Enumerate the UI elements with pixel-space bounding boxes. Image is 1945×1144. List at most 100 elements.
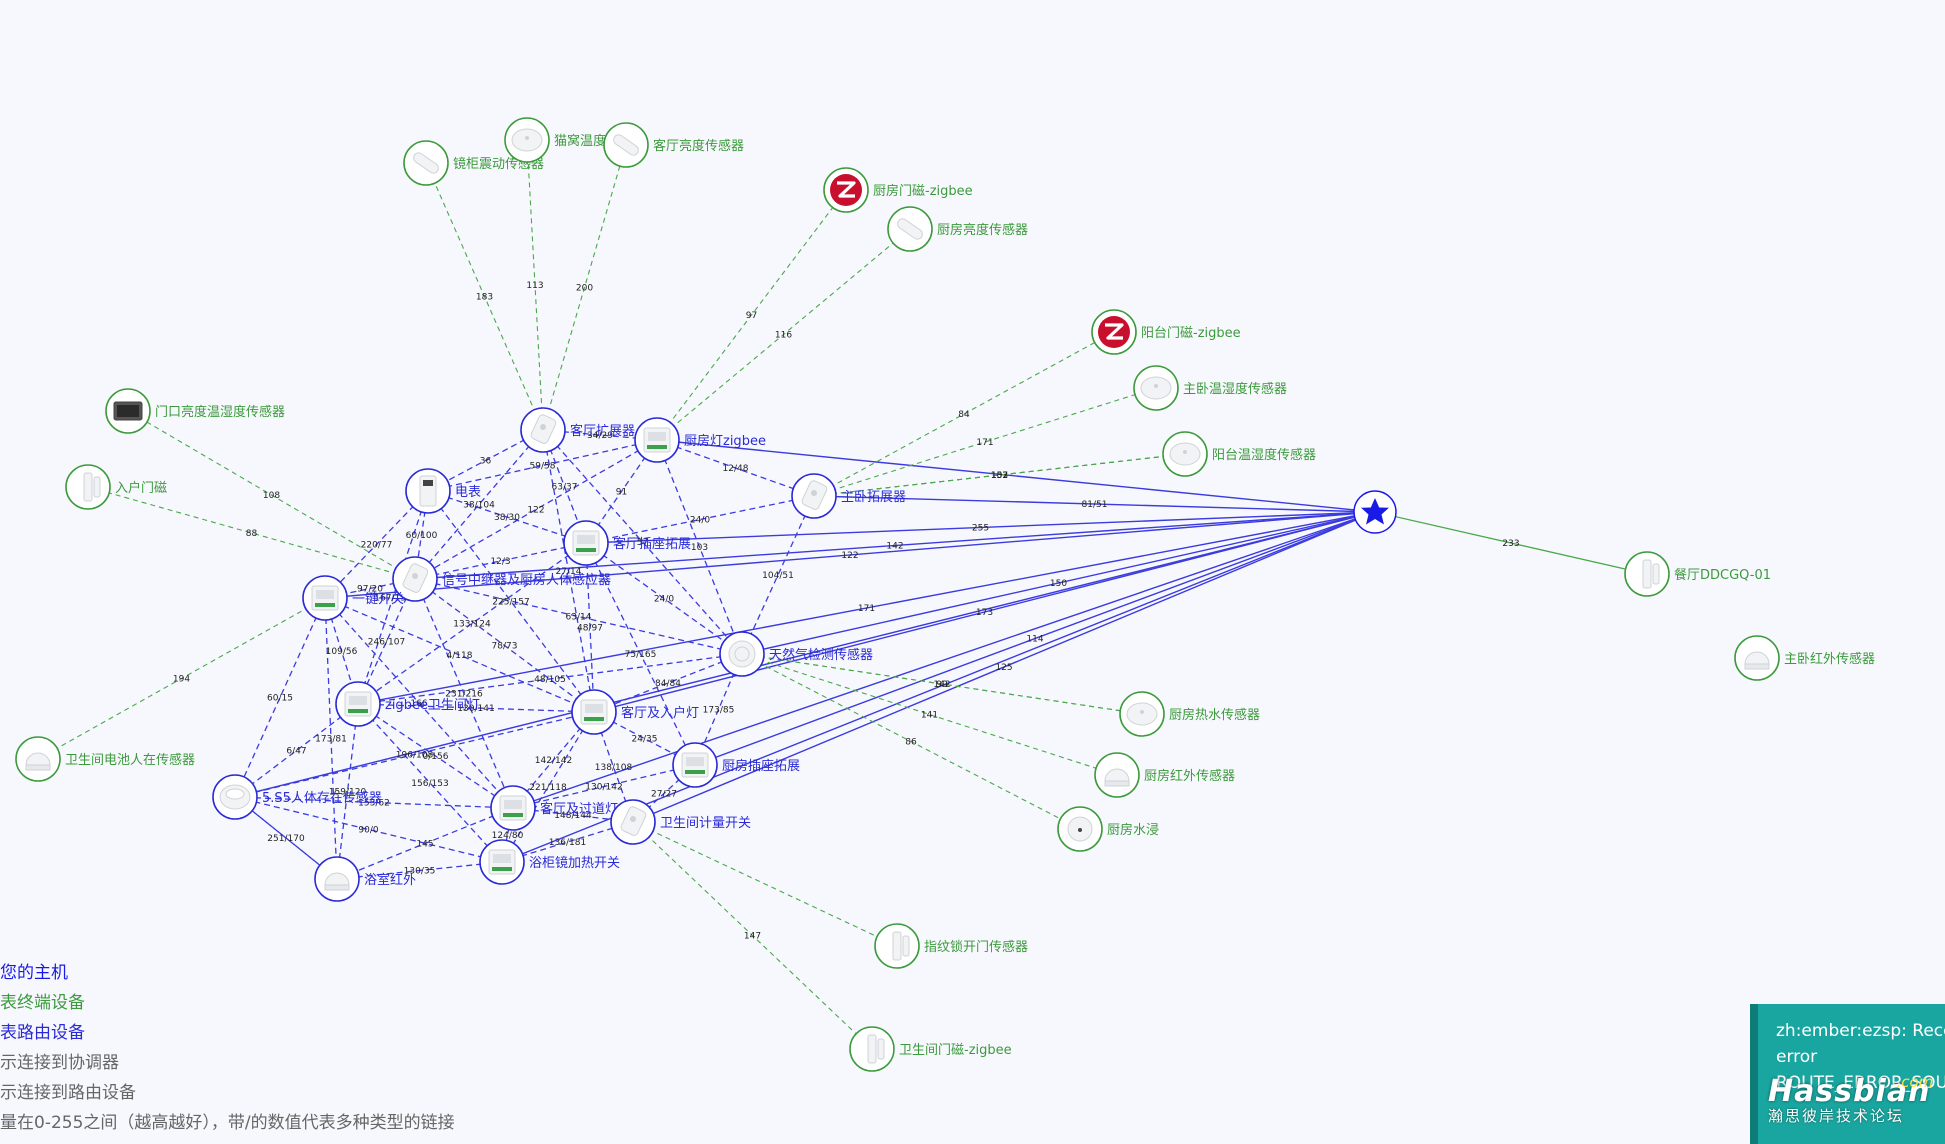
- node-r_yijian[interactable]: 一键开关: [302, 575, 404, 621]
- node-r_chufangdeng[interactable]: 厨房灯zigbee: [634, 417, 766, 463]
- link-r_5s5-r_ketingrhudeng: [234, 711, 595, 798]
- node-e_yangtaimenci[interactable]: 阳台门磁-zigbee: [1091, 309, 1241, 355]
- link-r_chufangdeng-r_zhuwokuozhan: [656, 439, 815, 497]
- link-quality-label: 150: [1050, 579, 1067, 589]
- node-label: 主卧温湿度传感器: [1183, 381, 1287, 397]
- node-r_yushi[interactable]: 浴室红外: [314, 856, 416, 902]
- link-r_yijian-r_ketingguodao: [324, 597, 514, 809]
- link-quality-label: 60/100: [406, 531, 438, 541]
- link-quality-label: 97/20: [357, 585, 383, 595]
- node-e_zhiwensuo[interactable]: 指纹锁开门传感器: [874, 923, 1028, 969]
- node-label: 厨房插座拓展: [722, 758, 800, 774]
- node-label: 卫生间门磁-zigbee: [899, 1043, 1012, 1058]
- link-quality-label: 130/142: [585, 783, 622, 793]
- node-label: 客厅及过道灯: [540, 801, 618, 817]
- link-quality-label: 48/97: [577, 624, 603, 634]
- link-quality-label: 84/84: [655, 679, 681, 689]
- node-r_ketingkuozhan[interactable]: 客厅扩展器: [520, 407, 635, 453]
- legend-lqi-note: 量在0-255之间（越高越好），带/的数值代表多种类型的链接: [0, 1113, 455, 1133]
- node-e_chufangliangdu[interactable]: 厨房亮度传感器: [887, 206, 1028, 252]
- link-r_xinhao-r_ketingrhudeng: [414, 578, 595, 713]
- link-quality-label: 109/56: [326, 647, 358, 657]
- link-quality-label: 12/48: [723, 464, 749, 474]
- node-label: 厨房灯zigbee: [684, 433, 766, 449]
- link-r_weishengjiliang-e_weishengjianmenci: [632, 821, 873, 1050]
- motion-sensor-icon: [1744, 651, 1770, 670]
- link-quality-label: 36: [480, 457, 492, 467]
- link-r_ketingkuozhan-r_xinhao: [414, 429, 544, 580]
- link-quality-label: 142: [886, 542, 903, 552]
- link-coord-r_ketingguodao: [512, 511, 1376, 809]
- link-quality-label: 6/47: [286, 747, 306, 757]
- link-r_tianranqi-e_chufanghongwai: [741, 653, 1118, 776]
- node-label: 5.S5人体存在传感器: [262, 790, 382, 806]
- link-quality-label: 125: [995, 663, 1012, 673]
- node-coord[interactable]: [1353, 490, 1397, 534]
- link-r_yijian-r_yushi: [324, 597, 338, 880]
- link-r_zhuwokuozhan-r_ketingchazuo: [585, 495, 815, 544]
- link-r_ketingguodao-r_yushi: [336, 807, 514, 880]
- node-label: 厨房红外传感器: [1144, 768, 1235, 784]
- link-quality-label: 57: [637, 538, 648, 548]
- link-quality-label: 173/81: [315, 735, 347, 745]
- node-r_yugui[interactable]: 浴柜镜加热开关: [479, 839, 620, 885]
- node-r_ketingrhudeng[interactable]: 客厅及入户灯: [571, 689, 699, 735]
- link-quality-label: 233: [1502, 539, 1519, 549]
- node-e_weishengjiandianchi[interactable]: 卫生间电池人在传感器: [15, 736, 195, 782]
- link-quality-label: 38/30: [494, 513, 520, 523]
- node-e_canting[interactable]: 餐厅DDCGQ-01: [1624, 551, 1771, 597]
- link-quality-label: 173: [976, 608, 993, 618]
- link-quality-label: 60/15: [267, 694, 293, 704]
- link-r_dianbiao-r_yijian: [324, 490, 429, 599]
- link-quality-label: 104/51: [762, 571, 794, 581]
- link-coord-r_weishengjiliang: [632, 511, 1376, 823]
- link-r_ketingchazuo-r_ketingrhudeng: [585, 542, 595, 713]
- link-quality-label: 220/77: [361, 541, 393, 551]
- node-e_chufanghongwai[interactable]: 厨房红外传感器: [1094, 752, 1235, 798]
- watermark-brand: Hassbian: [1768, 1074, 1931, 1109]
- link-quality-label: 200: [576, 284, 593, 294]
- node-label: 浴室红外: [364, 872, 416, 888]
- toast-line-1: zh:ember:ezsp: Receiv: [1776, 1021, 1945, 1041]
- node-label: 一键开关: [352, 592, 404, 607]
- link-quality-label: 12/3: [490, 557, 510, 567]
- node-e_weishengjianmenci[interactable]: 卫生间门磁-zigbee: [849, 1026, 1012, 1072]
- node-e_chufangreshui[interactable]: 厨房热水传感器: [1119, 691, 1260, 737]
- node-r_chufangchazuo[interactable]: 厨房插座拓展: [672, 742, 800, 788]
- link-quality-label: 122: [841, 551, 858, 561]
- link-coord-r_chufangdeng: [656, 439, 1376, 513]
- link-r_ketingkuozhan-r_ketingrhudeng: [542, 429, 595, 713]
- link-r_yijian-e_weishengjiandianchi: [37, 597, 326, 760]
- link-coord-r_yijian: [324, 511, 1376, 599]
- error-toast[interactable]: zh:ember:ezsp: Receiv error ROUTE_ERROR_…: [1750, 1004, 1945, 1144]
- plug-icon: [620, 806, 647, 836]
- door-sensor-icon: [83, 472, 101, 502]
- node-e_ketingliangdu[interactable]: 客厅亮度传感器: [603, 122, 744, 168]
- node-e_chufangmenci[interactable]: 厨房门磁-zigbee: [823, 167, 973, 213]
- node-r_tianranqi[interactable]: 天然气检测传感器: [719, 631, 873, 677]
- node-r_5s5[interactable]: 5.S5人体存在传感器: [212, 774, 382, 820]
- node-e_ruhu[interactable]: 入户门磁: [65, 464, 167, 510]
- link-r_zigbeeweisheng-r_ketingguodao: [357, 703, 514, 809]
- link-r_tianranqi-r_ketingrhudeng: [593, 653, 743, 713]
- link-r_ketingkuozhan-e_jinggui: [425, 162, 544, 431]
- node-e_menkou[interactable]: 门口亮度温湿度传感器: [105, 388, 285, 434]
- node-e_zhuwohongwai[interactable]: 主卧红外传感器: [1734, 635, 1875, 681]
- node-r_ketingchazuo[interactable]: 客厅插座拓展: [563, 520, 691, 566]
- node-r_zigbeeweisheng[interactable]: zigbee卫生间灯: [335, 681, 480, 727]
- link-quality-label: 142/142: [535, 756, 572, 766]
- node-r_xinhao[interactable]: 信号中继器及厨房人体感应器: [392, 556, 611, 602]
- node-e_zhuwowenshi[interactable]: 主卧温湿度传感器: [1133, 365, 1287, 411]
- node-e_yangtaiwenshi[interactable]: 阳台温湿度传感器: [1162, 431, 1316, 477]
- node-e_chufangshuijin[interactable]: 厨房水浸: [1057, 806, 1159, 852]
- link-r_dianbiao-r_zigbeeweisheng: [357, 490, 429, 705]
- node-r_ketingguodao[interactable]: 客厅及过道灯: [490, 785, 618, 831]
- node-r_weishengjiliang[interactable]: 卫生间计量开关: [610, 799, 751, 845]
- link-quality-label: 142: [933, 680, 950, 690]
- node-label: 客厅扩展器: [570, 423, 635, 439]
- node-r_zhuwokuozhan[interactable]: 主卧拓展器: [791, 473, 906, 519]
- link-r_tianranqi-r_zigbeeweisheng: [357, 653, 743, 705]
- light-sensor-icon: [897, 218, 923, 240]
- node-r_dianbiao[interactable]: 电表: [405, 468, 481, 514]
- link-r_chufangchazuo-r_ketingguodao: [512, 764, 696, 809]
